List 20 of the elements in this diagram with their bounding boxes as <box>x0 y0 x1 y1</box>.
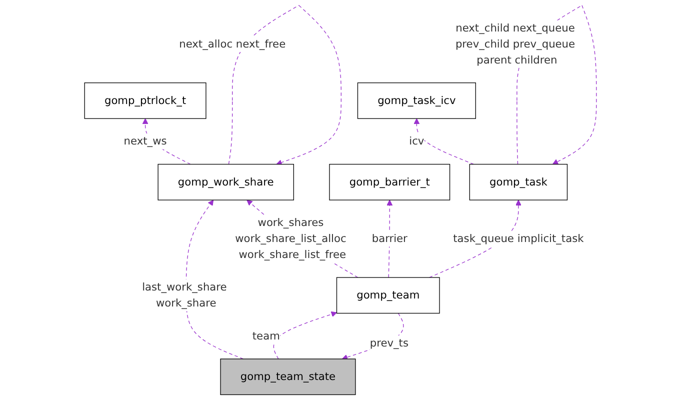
arrow <box>228 4 342 166</box>
arrow <box>273 311 337 360</box>
edge-label: next_alloc next_free <box>179 37 286 50</box>
arrow <box>414 118 474 165</box>
node-box: gomp_work_share <box>158 164 294 200</box>
node-box: gomp_task <box>469 164 568 200</box>
edge-label: next_ws <box>124 134 167 148</box>
edge-label: icv <box>409 134 424 148</box>
edge-label: prev_ts <box>370 336 408 350</box>
edge-label: team <box>252 329 280 342</box>
node-box: gomp_barrier_t <box>329 164 450 200</box>
edge-label: next_child next_queue prev_child prev_queue parent children <box>455 22 576 66</box>
node-box: gomp_ptrlock_t <box>84 82 206 119</box>
edge-label: last_work_share work_share <box>142 280 227 310</box>
edge-label: barrier <box>372 232 408 245</box>
node-box: gomp_task_icv <box>357 82 476 119</box>
node-box: gomp_team <box>336 277 440 314</box>
node-box: gomp_team_state <box>220 358 356 396</box>
edge-label: task_queue implicit_task <box>453 232 584 245</box>
edge-label: work_shares work_share_list_alloc work_share_list_free <box>235 216 346 261</box>
